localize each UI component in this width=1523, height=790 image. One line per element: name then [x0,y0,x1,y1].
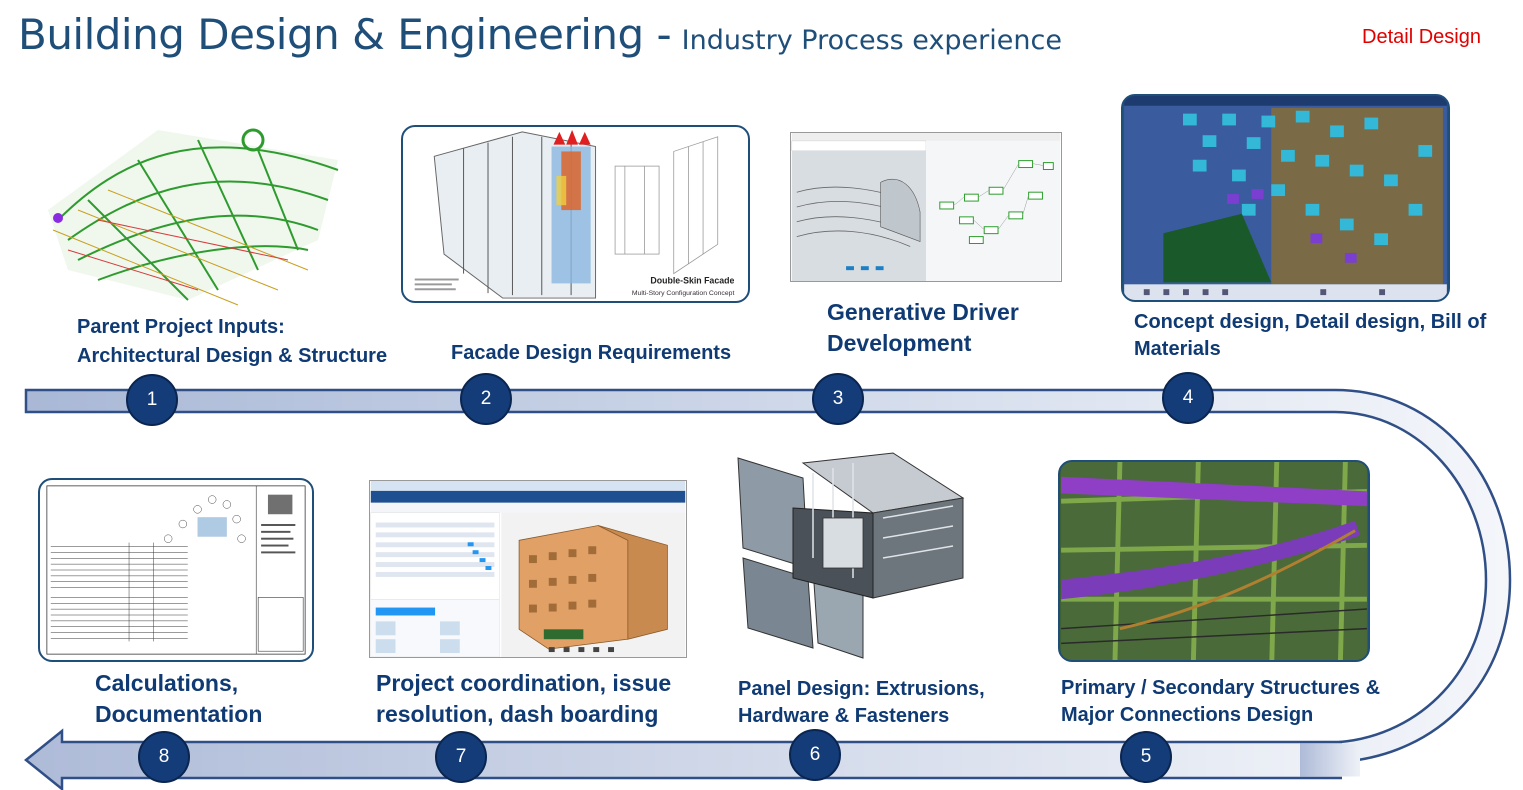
page-title: Building Design & Engineering - Industry… [18,10,1062,59]
step-1-badge: 1 [126,374,178,426]
step-8-line2: Documentation [95,701,263,727]
title-subtitle: Industry Process experience [681,25,1062,56]
step-1-label: Parent Project Inputs: Architectural Des… [77,313,387,371]
step-3-line1: Generative Driver [827,299,1019,325]
facade-design-image: Double-Skin Facade Multi-Story Configura… [401,125,750,303]
step-5-line2: Major Connections Design [1061,704,1314,726]
step-2-line1: Facade Design Requirements [451,342,732,364]
step-4-badge: 4 [1162,372,1214,424]
step-6-label: Panel Design: Extrusions, Hardware & Fas… [738,676,985,730]
step-2-label: Facade Design Requirements [451,339,731,368]
step-5-badge: 5 [1120,731,1172,783]
step-2-badge: 2 [460,373,512,425]
project-coordination-screenshot [369,480,687,658]
concept-detail-design-screenshot [1121,94,1450,302]
step-7-label: Project coordination, issue resolution, … [376,668,671,730]
step-8-badge: 8 [138,731,190,783]
structures-connections-image [1058,460,1370,662]
detail-design-tag: Detail Design [1362,26,1481,48]
step-3-badge: 3 [812,373,864,425]
title-main: Building Design & Engineering - [18,10,672,59]
step-4-line2: Materials [1134,338,1221,360]
step-8-line1: Calculations, [95,670,239,696]
panel-extrusion-image [733,448,973,660]
architecture-structure-model-image [38,100,348,315]
step-4-label: Concept design, Detail design, Bill of M… [1134,309,1486,363]
step-6-line1: Panel Design: Extrusions, [738,678,985,700]
step-3-line2: Development [827,330,972,356]
generative-driver-screenshot [790,132,1062,282]
facade-caption: Double-Skin Facade [650,275,734,285]
step-4-line1: Concept design, Detail design, Bill of [1134,311,1487,333]
step-7-line1: Project coordination, issue [376,670,672,696]
step-8-label: Calculations, Documentation [95,668,262,730]
calculations-documentation-drawing [38,478,314,662]
step-1-line2: Architectural Design & Structure [77,345,388,367]
step-6-badge: 6 [789,729,841,781]
facade-subcaption: Multi-Story Configuration Concept [632,290,735,297]
lower-arrow-band [24,728,1342,790]
step-5-line1: Primary / Secondary Structures & [1061,677,1381,699]
step-7-badge: 7 [435,731,487,783]
step-5-label: Primary / Secondary Structures & Major C… [1061,675,1380,729]
step-1-line1: Parent Project Inputs: [77,316,285,338]
step-6-line2: Hardware & Fasteners [738,705,950,727]
step-7-line2: resolution, dash boarding [376,701,659,727]
step-3-label: Generative Driver Development [827,297,1019,359]
